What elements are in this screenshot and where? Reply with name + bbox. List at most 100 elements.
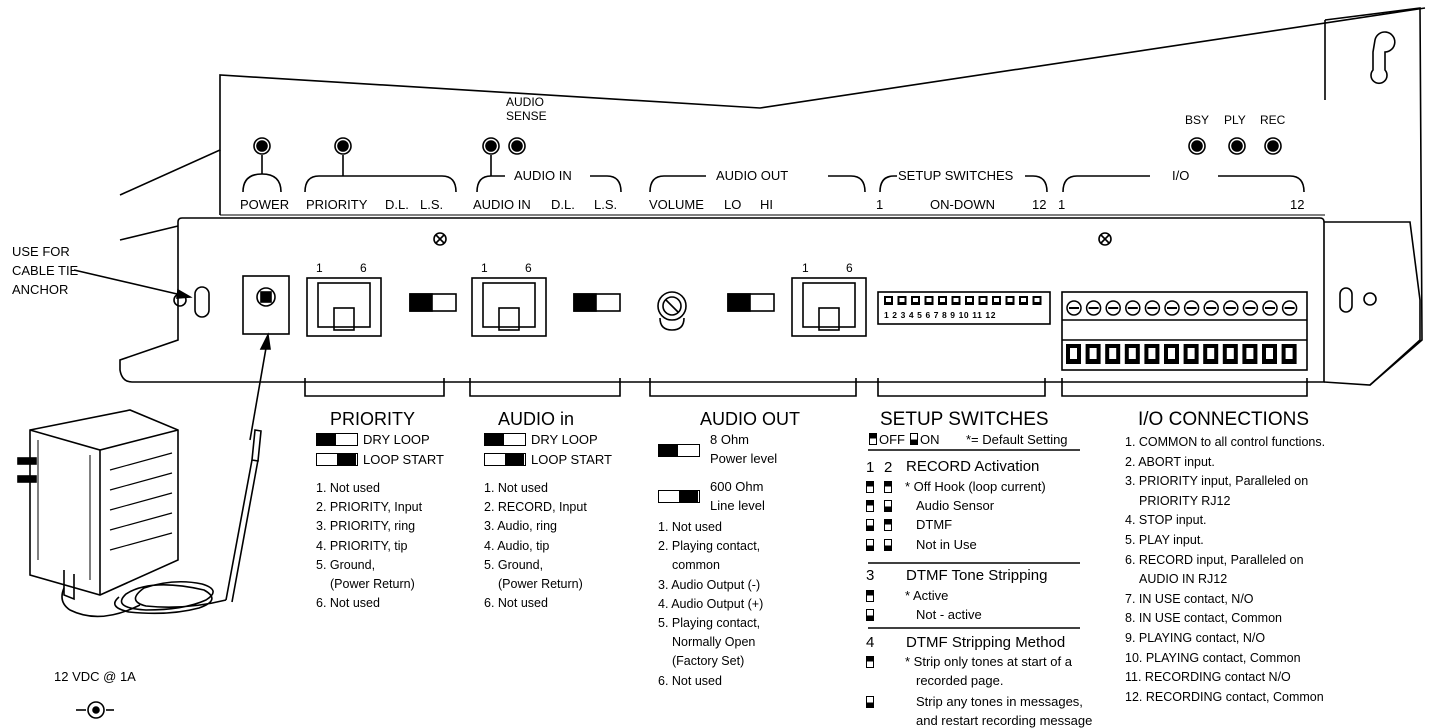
audio-in-label: AUDIO IN bbox=[473, 197, 531, 212]
terminal-wire-hole bbox=[1285, 348, 1293, 359]
terminal-screw bbox=[1066, 300, 1082, 316]
front-panel bbox=[119, 217, 1325, 383]
setup-12-label: 12 bbox=[1032, 197, 1047, 212]
list-item: 6. Not used bbox=[658, 673, 722, 688]
terminal-wire-hole bbox=[1148, 348, 1156, 359]
record-activation-title: RECORD Activation bbox=[906, 458, 1040, 475]
power-label: POWER bbox=[240, 197, 290, 212]
dip-switch-slot bbox=[940, 298, 945, 302]
list-item: AUDIO IN RJ12 bbox=[1139, 572, 1228, 587]
dry-loop-switch-icon bbox=[484, 433, 526, 446]
audio-sense-label-2: SENSE bbox=[506, 109, 547, 123]
ls-label-2: L.S. bbox=[594, 197, 618, 212]
list-item: 3. Audio Output (-) bbox=[658, 577, 761, 592]
pin-6-label: 6 bbox=[525, 261, 532, 275]
terminal-screw bbox=[1125, 300, 1141, 316]
pin-1-label: 1 bbox=[802, 261, 809, 275]
list-item: 8. IN USE contact, Common bbox=[1125, 611, 1283, 626]
terminal-screw bbox=[1281, 300, 1298, 316]
switch-state-icon bbox=[866, 519, 874, 531]
terminal-screw bbox=[1085, 300, 1102, 316]
list-item: 11. RECORDING contact N/O bbox=[1125, 670, 1291, 685]
terminal-screw bbox=[1105, 300, 1121, 316]
rj12-jacks bbox=[306, 277, 867, 337]
pin-6-label: 6 bbox=[846, 261, 853, 275]
led-indicators bbox=[253, 137, 1282, 155]
tone-strip-active: * Active bbox=[905, 588, 949, 603]
list-item: 3. PRIORITY input, Paralleled on bbox=[1125, 474, 1309, 489]
off-legend-icon bbox=[869, 433, 877, 445]
power-level-label: Power level bbox=[710, 451, 778, 466]
terminal-wire-hole bbox=[1226, 348, 1234, 359]
terminal-screw bbox=[1164, 300, 1180, 316]
terminal-screw bbox=[1183, 300, 1200, 316]
audio-sense-label: AUDIO bbox=[506, 95, 545, 109]
terminal-wire-hole bbox=[1109, 348, 1117, 359]
switch-state-icon bbox=[866, 590, 874, 602]
lo-label: LO bbox=[724, 197, 742, 212]
terminal-screw bbox=[1144, 300, 1161, 316]
dry-loop-switch-icon bbox=[316, 433, 358, 446]
dip-switch-slot bbox=[1034, 298, 1040, 302]
terminal-wire-hole bbox=[1207, 348, 1215, 359]
list-item: common bbox=[672, 558, 720, 573]
pin-6-label: 6 bbox=[360, 261, 367, 275]
terminal-screws bbox=[1066, 300, 1298, 364]
pin-1-label: 1 bbox=[316, 261, 323, 275]
method-b-line-1: Strip any tones in messages, bbox=[916, 694, 1083, 709]
list-item: 4. PRIORITY, tip bbox=[316, 538, 408, 553]
switch-state-icon bbox=[866, 539, 874, 551]
default-setting-note: *= Default Setting bbox=[966, 432, 1068, 447]
dip-numbers: 1 2 3 4 5 6 7 8 9 10 11 12 bbox=[884, 310, 997, 320]
ply-label: PLY bbox=[1224, 113, 1246, 127]
dl-label-2: D.L. bbox=[551, 197, 575, 212]
io-1-label: 1 bbox=[1058, 197, 1066, 212]
switch-col-1: 1 bbox=[866, 459, 875, 476]
rec-label: REC bbox=[1260, 113, 1286, 127]
adapter-rating: 12 VDC @ 1A bbox=[54, 669, 136, 684]
list-item: 6. Not used bbox=[316, 596, 380, 611]
dip-switch-slot bbox=[886, 298, 891, 302]
list-item: 5. Playing contact, bbox=[658, 616, 761, 631]
terminal-screw bbox=[1242, 300, 1259, 316]
on-legend-icon bbox=[910, 433, 918, 445]
list-item: 5. Ground, bbox=[484, 557, 544, 572]
cable-tie-label-3: ANCHOR bbox=[12, 282, 69, 297]
coiled-cord bbox=[113, 580, 227, 615]
list-item: 1. Not used bbox=[658, 520, 722, 534]
600-ohm-switch-icon bbox=[658, 490, 700, 503]
terminal-wire-hole bbox=[1089, 348, 1097, 359]
audio-in-group-label: AUDIO IN bbox=[514, 168, 572, 183]
setup-group-label: SETUP SWITCHES bbox=[898, 168, 1014, 183]
list-item: 4. Audio Output (+) bbox=[658, 596, 764, 611]
loop-start-switch-icon bbox=[484, 453, 526, 466]
list-item: 2. ABORT input. bbox=[1125, 454, 1215, 469]
list-item: 5. Ground, bbox=[316, 557, 376, 572]
dl-label-1: D.L. bbox=[385, 197, 409, 212]
hi-label: HI bbox=[760, 197, 773, 212]
dip-switch-slot bbox=[953, 298, 959, 302]
list-item: 5. PLAY input. bbox=[1125, 532, 1204, 547]
power-jack bbox=[242, 275, 290, 335]
list-item: PRIORITY RJ12 bbox=[1139, 493, 1231, 508]
io-group-label: I/O bbox=[1172, 168, 1190, 183]
dip-switch-slot bbox=[1007, 298, 1013, 302]
dip-switch-slot bbox=[926, 298, 932, 302]
cable-tie-label-2: CABLE TIE bbox=[12, 263, 79, 278]
switch-state-icon bbox=[866, 656, 874, 668]
bsy-label: BSY bbox=[1185, 113, 1210, 127]
switch-state-icon bbox=[866, 481, 874, 493]
terminal-screw bbox=[1262, 300, 1278, 316]
list-item: Normally Open bbox=[672, 635, 756, 650]
list-item: (Power Return) bbox=[498, 577, 583, 592]
terminal-wire-hole bbox=[1168, 348, 1175, 359]
switch-state-icon bbox=[866, 696, 874, 708]
switch-3-number: 3 bbox=[866, 567, 875, 584]
8-ohm-label: 8 Ohm bbox=[710, 432, 750, 447]
method-b-line-2: and restart recording message bbox=[916, 713, 1093, 728]
record-option-3: DTMF bbox=[916, 517, 953, 532]
io-title: I/O CONNECTIONS bbox=[1138, 409, 1310, 430]
